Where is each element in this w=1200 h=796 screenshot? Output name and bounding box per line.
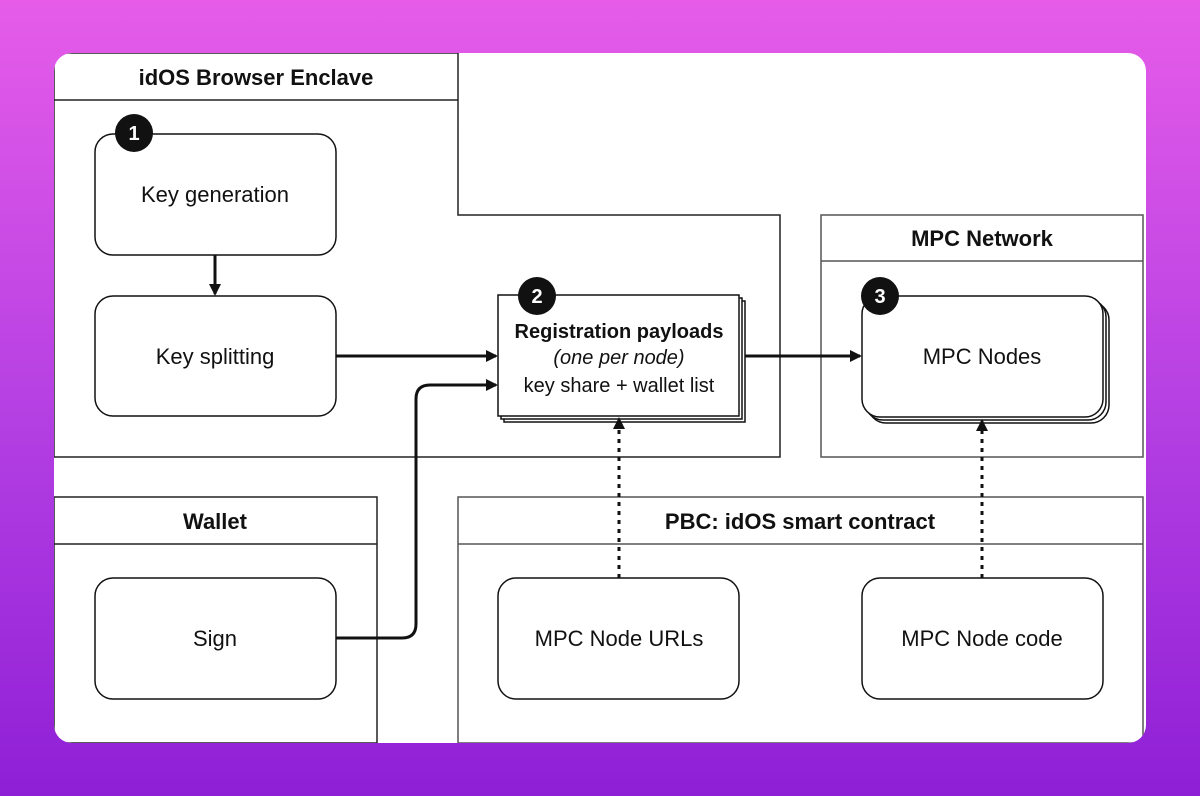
svg-text:3: 3 (874, 286, 885, 308)
payload-detail: key share + wallet list (524, 375, 715, 397)
sign-label: Sign (193, 626, 237, 651)
mpc-nodes-node (861, 295, 1110, 424)
payload-subtitle: (one per node) (553, 347, 684, 369)
registration-payloads-node (497, 294, 746, 423)
step-badge-3: 3 (861, 277, 899, 315)
contract-container (457, 496, 1144, 743)
network-title: MPC Network (911, 226, 1054, 251)
mpc-nodes-label: MPC Nodes (923, 344, 1042, 369)
arrow-sign-to-payload (336, 379, 498, 640)
key-generation-label: Key generation (141, 182, 289, 207)
wallet-title: Wallet (183, 509, 248, 534)
node-code-label: MPC Node code (901, 626, 1062, 651)
step-badge-2: 2 (518, 277, 556, 315)
svg-text:1: 1 (128, 123, 139, 145)
flow-diagram: idOS Browser Enclave MPC Network Wallet … (54, 53, 1144, 743)
node-urls-label: MPC Node URLs (535, 626, 704, 651)
payload-title: Registration payloads (515, 321, 724, 343)
step-badge-1: 1 (115, 114, 153, 152)
key-splitting-label: Key splitting (156, 344, 275, 369)
diagram-card: idOS Browser Enclave MPC Network Wallet … (54, 53, 1146, 743)
contract-title: PBC: idOS smart contract (665, 509, 936, 534)
enclave-title: idOS Browser Enclave (139, 65, 374, 90)
enclave-container (54, 53, 781, 458)
wallet-container (54, 496, 378, 743)
svg-text:2: 2 (531, 286, 542, 308)
